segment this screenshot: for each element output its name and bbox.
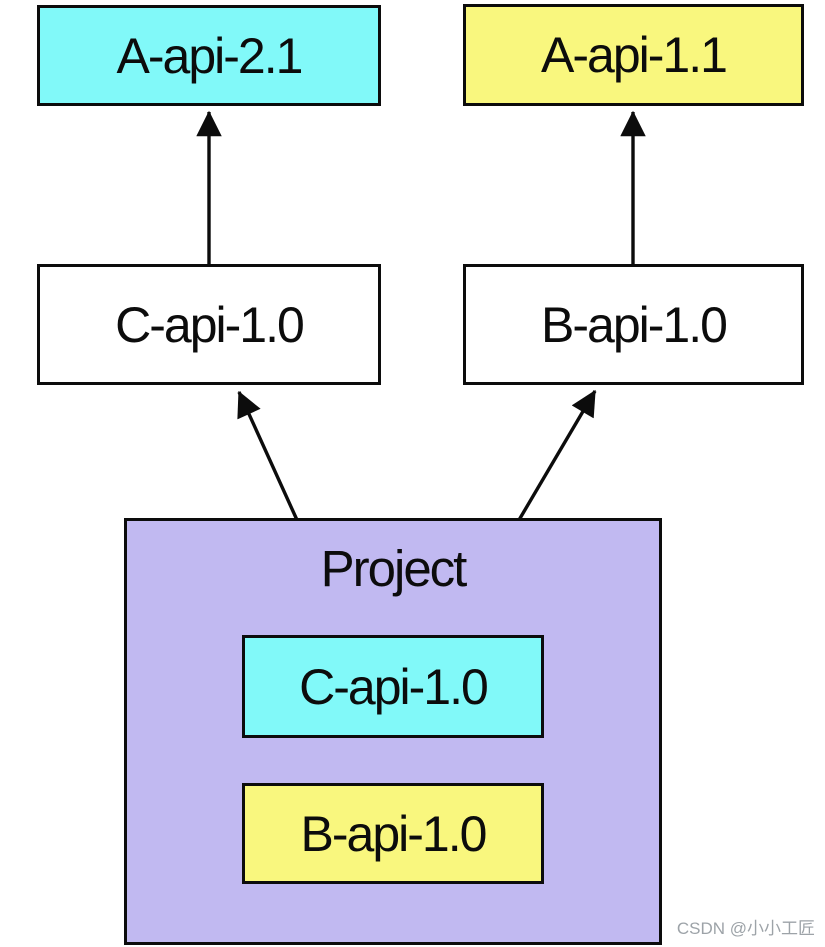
- node-a-api-1-1: A-api-1.1: [463, 4, 804, 106]
- node-a-api-2-1: A-api-2.1: [37, 5, 381, 106]
- node-a-api-2-1-label: A-api-2.1: [116, 27, 304, 84]
- csdn-watermark: CSDN @小小工匠: [676, 919, 815, 938]
- edge-project-to-c-api-1-0-arrow: [237, 390, 299, 521]
- edge-project-to-b-api-1-0-arrow: [517, 389, 597, 521]
- node-project-c-api-1-0: C-api-1.0: [242, 635, 544, 738]
- node-b-api-1-0-label: B-api-1.0: [541, 296, 728, 353]
- node-project-c-api-1-0-label: C-api-1.0: [299, 658, 489, 715]
- node-project-label: Project: [320, 540, 468, 597]
- node-a-api-1-1-label: A-api-1.1: [541, 27, 728, 83]
- node-project-b-api-1-0: B-api-1.0: [242, 783, 544, 884]
- node-project-b-api-1-0-label: B-api-1.0: [300, 805, 488, 862]
- node-c-api-1-0-label: C-api-1.0: [115, 296, 305, 353]
- node-c-api-1-0: C-api-1.0: [37, 264, 381, 385]
- node-b-api-1-0: B-api-1.0: [463, 264, 804, 385]
